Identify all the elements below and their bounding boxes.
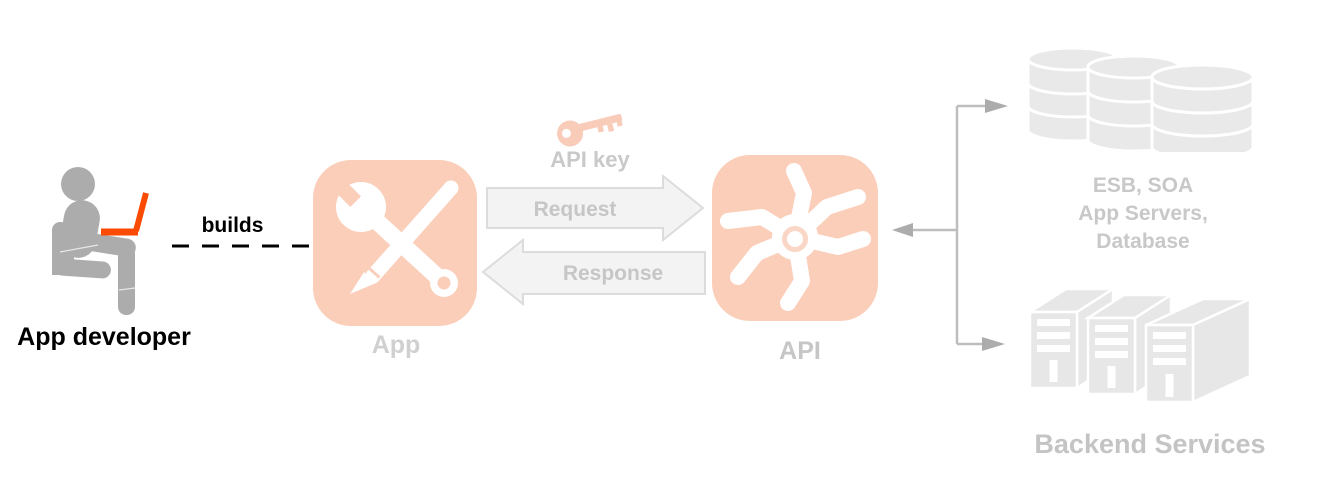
response-label: Response — [562, 262, 664, 285]
builds-label: builds — [201, 214, 264, 237]
gear-pinwheel-icon — [720, 163, 871, 311]
request-label: Request — [533, 198, 617, 221]
app-label: App — [371, 331, 421, 359]
key-icon — [557, 114, 623, 147]
esb-label-line3: Database — [1096, 230, 1190, 253]
esb-label-line1: ESB, SOA — [1092, 174, 1194, 197]
backend-services-label: Backend Services — [1034, 429, 1266, 459]
database-icon — [1026, 46, 1255, 152]
wrench-pencil-icon — [324, 170, 459, 297]
connector-bracket — [892, 99, 1008, 351]
app-icon — [313, 160, 477, 326]
arrowhead-right-bottom-icon — [982, 337, 1005, 351]
arrowhead-left-icon — [892, 223, 913, 237]
esb-label-block: ESB, SOA App Servers, Database — [1043, 172, 1243, 256]
builds-dashed-line — [172, 244, 310, 248]
arrowhead-right-top-icon — [985, 99, 1008, 113]
laptop-icon — [101, 192, 149, 236]
response-arrow — [481, 237, 706, 307]
api-key-label: API key — [550, 147, 630, 172]
api-label: API — [779, 337, 821, 365]
servers-icon — [1025, 286, 1252, 404]
request-arrow — [486, 174, 705, 243]
developer-label: App developer — [17, 323, 191, 351]
api-icon — [712, 155, 878, 321]
esb-label-line2: App Servers, — [1078, 202, 1208, 225]
person-laptop-icon — [52, 167, 149, 315]
